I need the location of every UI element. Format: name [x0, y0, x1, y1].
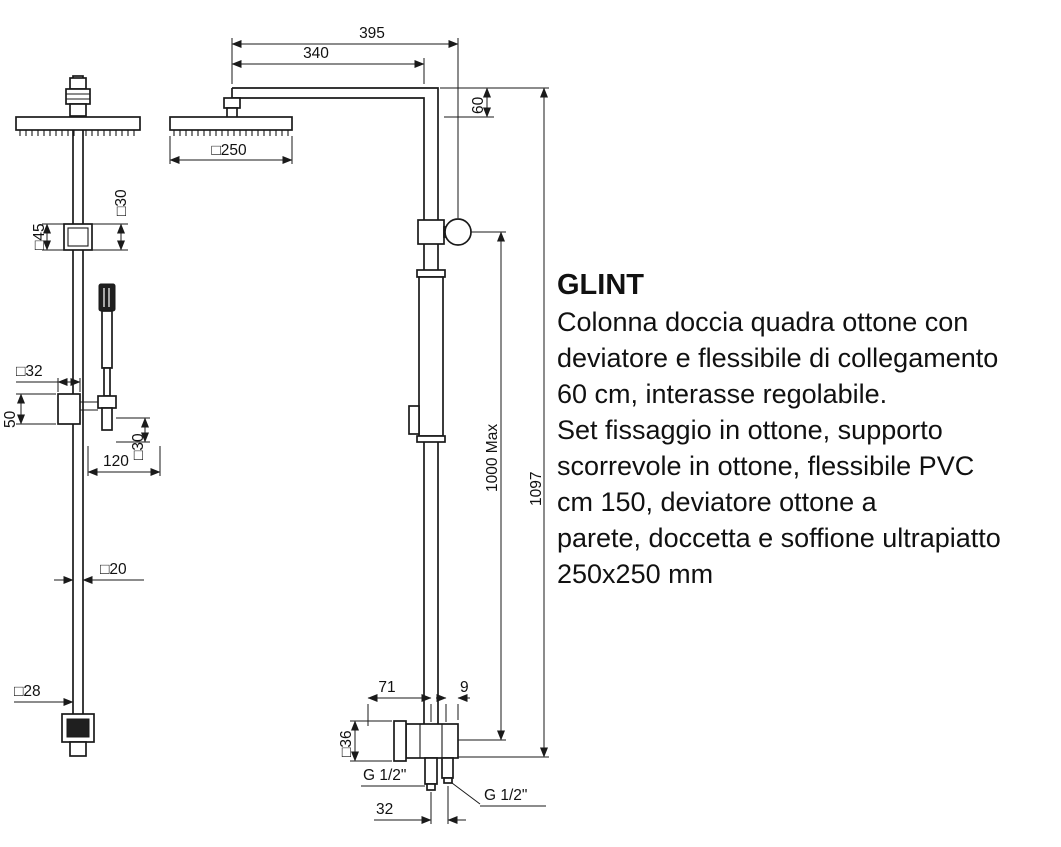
dim-side-inlet-thread-lower: G 1/2" [484, 787, 527, 804]
description-line: deviatore e flessibile di collegamento [557, 343, 999, 373]
dim-front-handshower-size: □30 [130, 433, 147, 460]
description-line: scorrevole in ottone, flessibile PVC [557, 451, 975, 481]
side-head-connector [223, 97, 241, 119]
side-arm-and-column [231, 87, 439, 756]
front-slider-bracket [63, 223, 93, 251]
side-view: 395 340 60 □250 1000 Max [169, 25, 549, 824]
dim-side-total-height: 1097 [528, 472, 545, 506]
dim-side-arm-length: 340 [303, 45, 329, 62]
front-hand-shower [97, 283, 117, 431]
description-line: parete, doccetta e soffione ultrapiatto [557, 523, 1001, 553]
front-dimensions: □30 □45 □32 50 □30 [2, 189, 161, 706]
dim-front-holder-offset: 120 [103, 453, 129, 470]
dim-side-inlet-spacing: 32 [376, 801, 393, 818]
dim-front-bracket-depth: □30 [113, 189, 130, 216]
front-shower-head [15, 116, 141, 136]
side-outer-tube [408, 269, 446, 443]
dim-side-head-drop: 60 [470, 96, 487, 114]
side-dimensions: 395 340 60 □250 1000 Max [169, 25, 549, 824]
dim-side-column-travel: 1000 Max [484, 424, 501, 492]
description-line: Colonna doccia quadra ottone con [557, 307, 969, 337]
dim-front-column-size: □20 [100, 561, 127, 578]
front-holder-block [57, 393, 98, 425]
dim-side-head-size: □250 [211, 142, 247, 159]
dim-front-holder-width: □32 [16, 363, 43, 380]
dim-side-wall-offset: 71 [378, 679, 395, 696]
front-view: □30 □45 □32 50 □30 [2, 75, 161, 757]
dim-side-inlet-thread-upper: G 1/2" [363, 767, 406, 784]
dim-side-outlet-offset: 9 [460, 679, 469, 696]
dim-front-base-size: □28 [14, 683, 41, 700]
description-line: 250x250 mm [557, 559, 714, 589]
dim-side-arm-total: 395 [359, 25, 385, 42]
front-base-elbow [61, 713, 95, 757]
product-description: GLINT Colonna doccia quadra ottone con d… [557, 266, 1053, 592]
side-diverter-knob [417, 218, 472, 246]
side-shower-head [169, 116, 293, 136]
side-wall-diverter [393, 720, 459, 791]
dim-front-bracket-size: □45 [31, 223, 48, 250]
description-line: 60 cm, interasse regolabile. [557, 379, 888, 409]
front-ceiling-connector [65, 77, 91, 117]
product-title: GLINT [557, 269, 644, 301]
description-line: Set fissaggio in ottone, supporto [557, 415, 943, 445]
dim-side-wall-plate: □36 [338, 730, 355, 757]
description-line: cm 150, deviatore ottone a [557, 487, 877, 517]
dim-front-holder-height: 50 [2, 410, 19, 428]
